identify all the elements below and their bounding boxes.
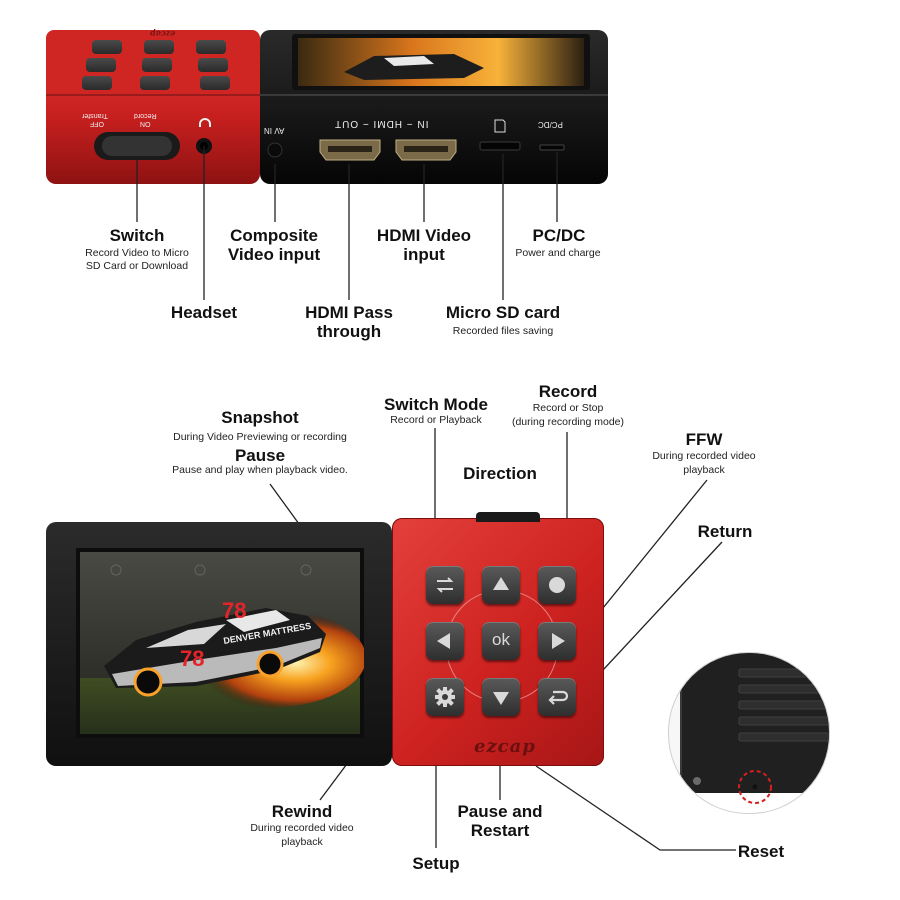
composite-title-1: Composite [230,226,318,245]
snapshot-desc: During Video Previewing or recording [173,431,347,443]
ok-snapshot-button[interactable]: ok [482,622,520,660]
car-number-door: 78 [180,646,204,671]
switch-mode-button[interactable] [426,566,464,604]
direction-title: Direction [463,464,537,483]
rewind-desc-2: playback [281,836,323,848]
bottom-brand-logo: ezcap [474,736,536,757]
pause-restart-down-button[interactable] [482,678,520,716]
top-device: ezcap OFF Transfer ON Record AV IN IN − … [44,28,610,186]
top-key [82,76,112,90]
record-desc-1: Record or Stop [532,402,604,414]
arrow-right-icon [552,633,565,649]
record-button[interactable] [538,566,576,604]
top-key [92,40,122,54]
headset-title: Headset [170,303,238,322]
pause-title: Pause [234,446,286,465]
micro-sd-title: Micro SD card [445,303,561,322]
switch-desc-1: Record Video to Micro [85,247,189,259]
headphone-icon [198,116,212,128]
rewind-title: Rewind [271,802,333,821]
composite-title-2: Video input [227,245,321,264]
ffw-title: FFW [685,430,723,449]
reset-title: Reset [737,842,785,861]
micro-sd-desc: Recorded files saving [452,325,554,337]
switch-desc-2: SD Card or Download [85,260,189,272]
race-car-image: 78 78 DENVER MATTRESS [80,552,366,734]
arrow-left-icon [437,633,450,649]
hdmi-video-title-2: input [403,245,445,264]
switch-mode-icon [436,577,454,593]
top-button-bump [476,512,540,522]
pause-restart-title-1: Pause and [457,802,543,821]
ffw-desc-2: playback [683,464,725,476]
top-key [142,58,172,72]
top-key [140,76,170,90]
pcdc-desc: Power and charge [515,247,601,259]
arrow-up-icon [493,577,509,590]
screen-display: 78 78 DENVER MATTRESS [76,548,366,738]
switch-mode-title: Switch Mode [384,395,488,414]
ffw-desc-1: During recorded video [652,450,756,462]
direction-up-button[interactable] [482,566,520,604]
ok-label: ok [492,630,510,649]
top-key [198,58,228,72]
pcdc-title: PC/DC [532,226,586,245]
hdmi-video-title-1: HDMI Video [376,226,472,245]
reset-zoom-detail [669,653,829,813]
pause-desc: Pause and play when playback video. [172,464,348,476]
switch-title: Switch [109,226,165,245]
record-desc-2: (during recording mode) [511,416,625,428]
rewind-left-button[interactable] [426,622,464,660]
pause-restart-title-2: Restart [470,821,530,840]
return-icon [548,690,569,705]
top-key [144,40,174,54]
top-key [200,76,230,90]
top-device-body [46,30,608,184]
hdmi-pass-title-2: through [316,322,382,341]
top-key [86,58,116,72]
return-title: Return [697,522,753,541]
top-key [196,40,226,54]
return-button[interactable] [538,678,576,716]
snapshot-title: Snapshot [221,408,299,427]
setup-button[interactable] [426,678,464,716]
ffw-right-button[interactable] [538,622,576,660]
record-dot-icon [549,577,565,593]
reset-zoom-circle [668,652,830,814]
record-title: Record [538,382,598,401]
gear-icon [435,687,455,707]
hdmi-pass-title-1: HDMI Pass [305,303,393,322]
arrow-down-icon [493,692,509,705]
setup-title: Setup [412,854,460,873]
rewind-desc-1: During recorded video [250,822,354,834]
car-number-roof: 78 [222,598,246,623]
switch-mode-desc: Record or Playback [390,414,482,426]
